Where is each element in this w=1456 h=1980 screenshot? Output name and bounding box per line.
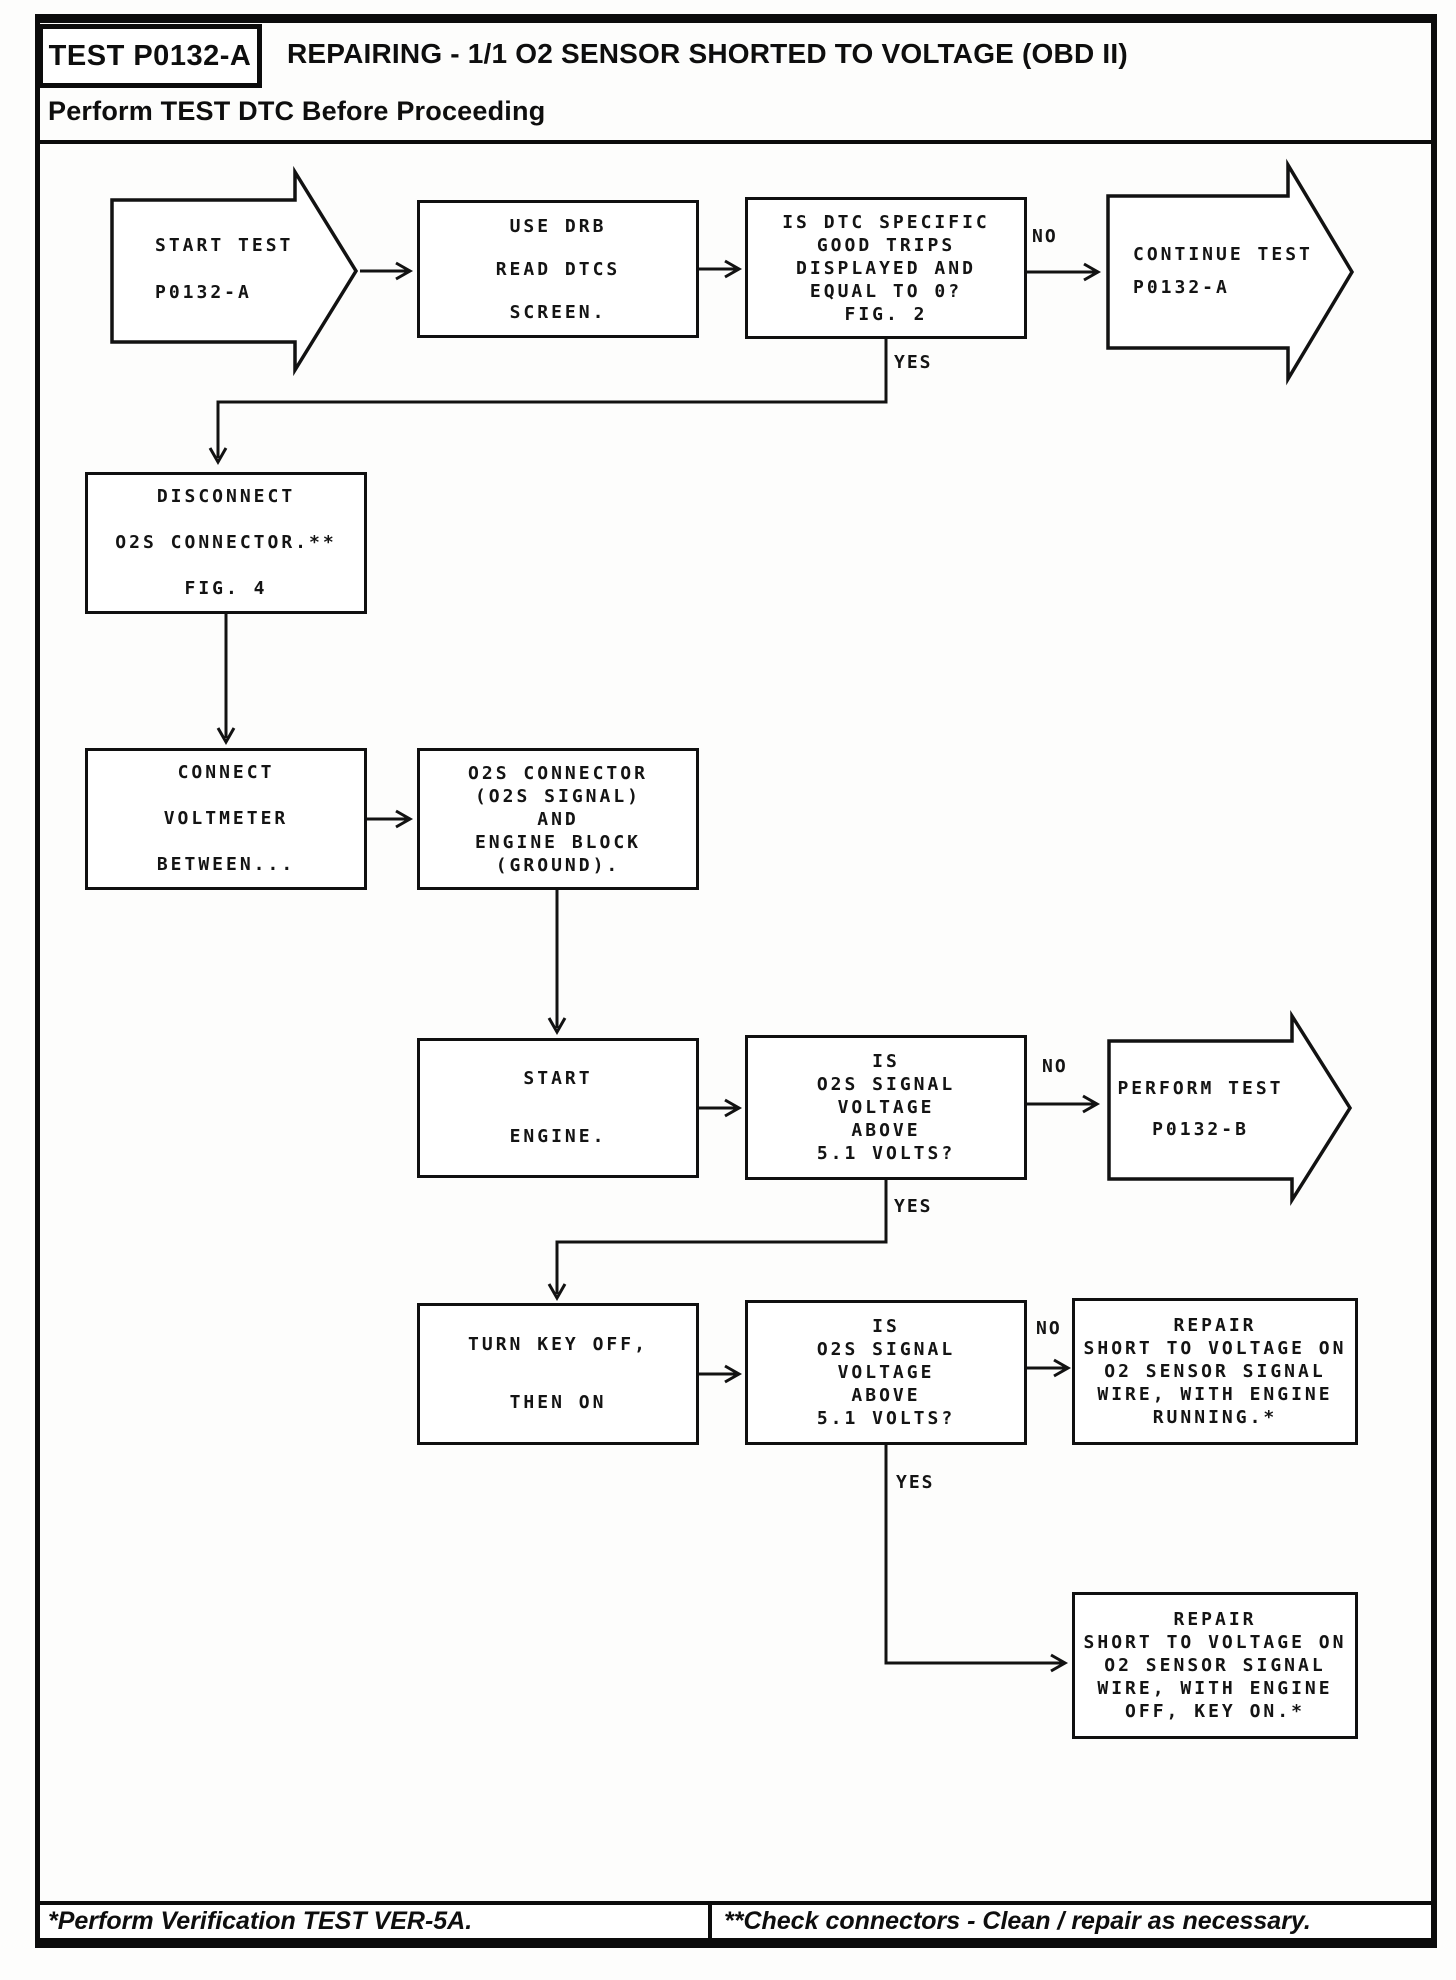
no-label-3: NO — [1036, 1318, 1062, 1339]
yes-label-2: YES — [894, 1196, 933, 1217]
wire-vc2-no-repair1 — [1027, 1358, 1072, 1378]
node-turn-key: TURN KEY OFF,THEN ON — [417, 1303, 699, 1445]
wire-disconnect-to-connect — [216, 614, 236, 746]
start-arrow-shape — [110, 165, 359, 377]
page-subtitle: Perform TEST DTC Before Proceeding — [48, 96, 546, 126]
yes-label-3: YES — [896, 1472, 935, 1493]
wire-dtc-no-continue — [1027, 262, 1102, 282]
test-id-box: TEST P0132-A — [38, 24, 262, 88]
no-label-2: NO — [1042, 1056, 1068, 1077]
perform-arrow-shape — [1107, 1009, 1353, 1207]
footer-right-note: **Check connectors - Clean / repair as n… — [724, 1907, 1311, 1935]
wire-turnkey-to-vc2 — [699, 1364, 743, 1384]
footer-left-note: *Perform Verification TEST VER-5A. — [40, 1905, 712, 1938]
page-title: REPAIRING - 1/1 O2 SENSOR SHORTED TO VOL… — [287, 38, 1128, 69]
wire-vc1-yes-turnkey — [547, 1180, 888, 1302]
wire-start-to-usedrb — [360, 261, 414, 281]
wire-o2s-to-startengine — [547, 890, 567, 1036]
wire-usedrb-to-dtc — [699, 259, 743, 279]
no-label-1: NO — [1032, 226, 1058, 247]
test-id-label: TEST P0132-A — [48, 39, 252, 72]
wire-connect-to-o2s — [367, 809, 414, 829]
yes-label-1: YES — [894, 352, 933, 373]
wire-startengine-to-vc1 — [699, 1098, 743, 1118]
header-divider — [35, 140, 1437, 144]
wire-dtc-yes-disconnect — [208, 339, 888, 466]
continue-arrow-shape — [1106, 158, 1355, 386]
wire-vc1-no-perform — [1027, 1094, 1101, 1114]
page-border — [35, 14, 1437, 1948]
wire-vc2-yes-repair2 — [884, 1445, 1069, 1673]
footer-bar: *Perform Verification TEST VER-5A. **Che… — [35, 1901, 1437, 1948]
